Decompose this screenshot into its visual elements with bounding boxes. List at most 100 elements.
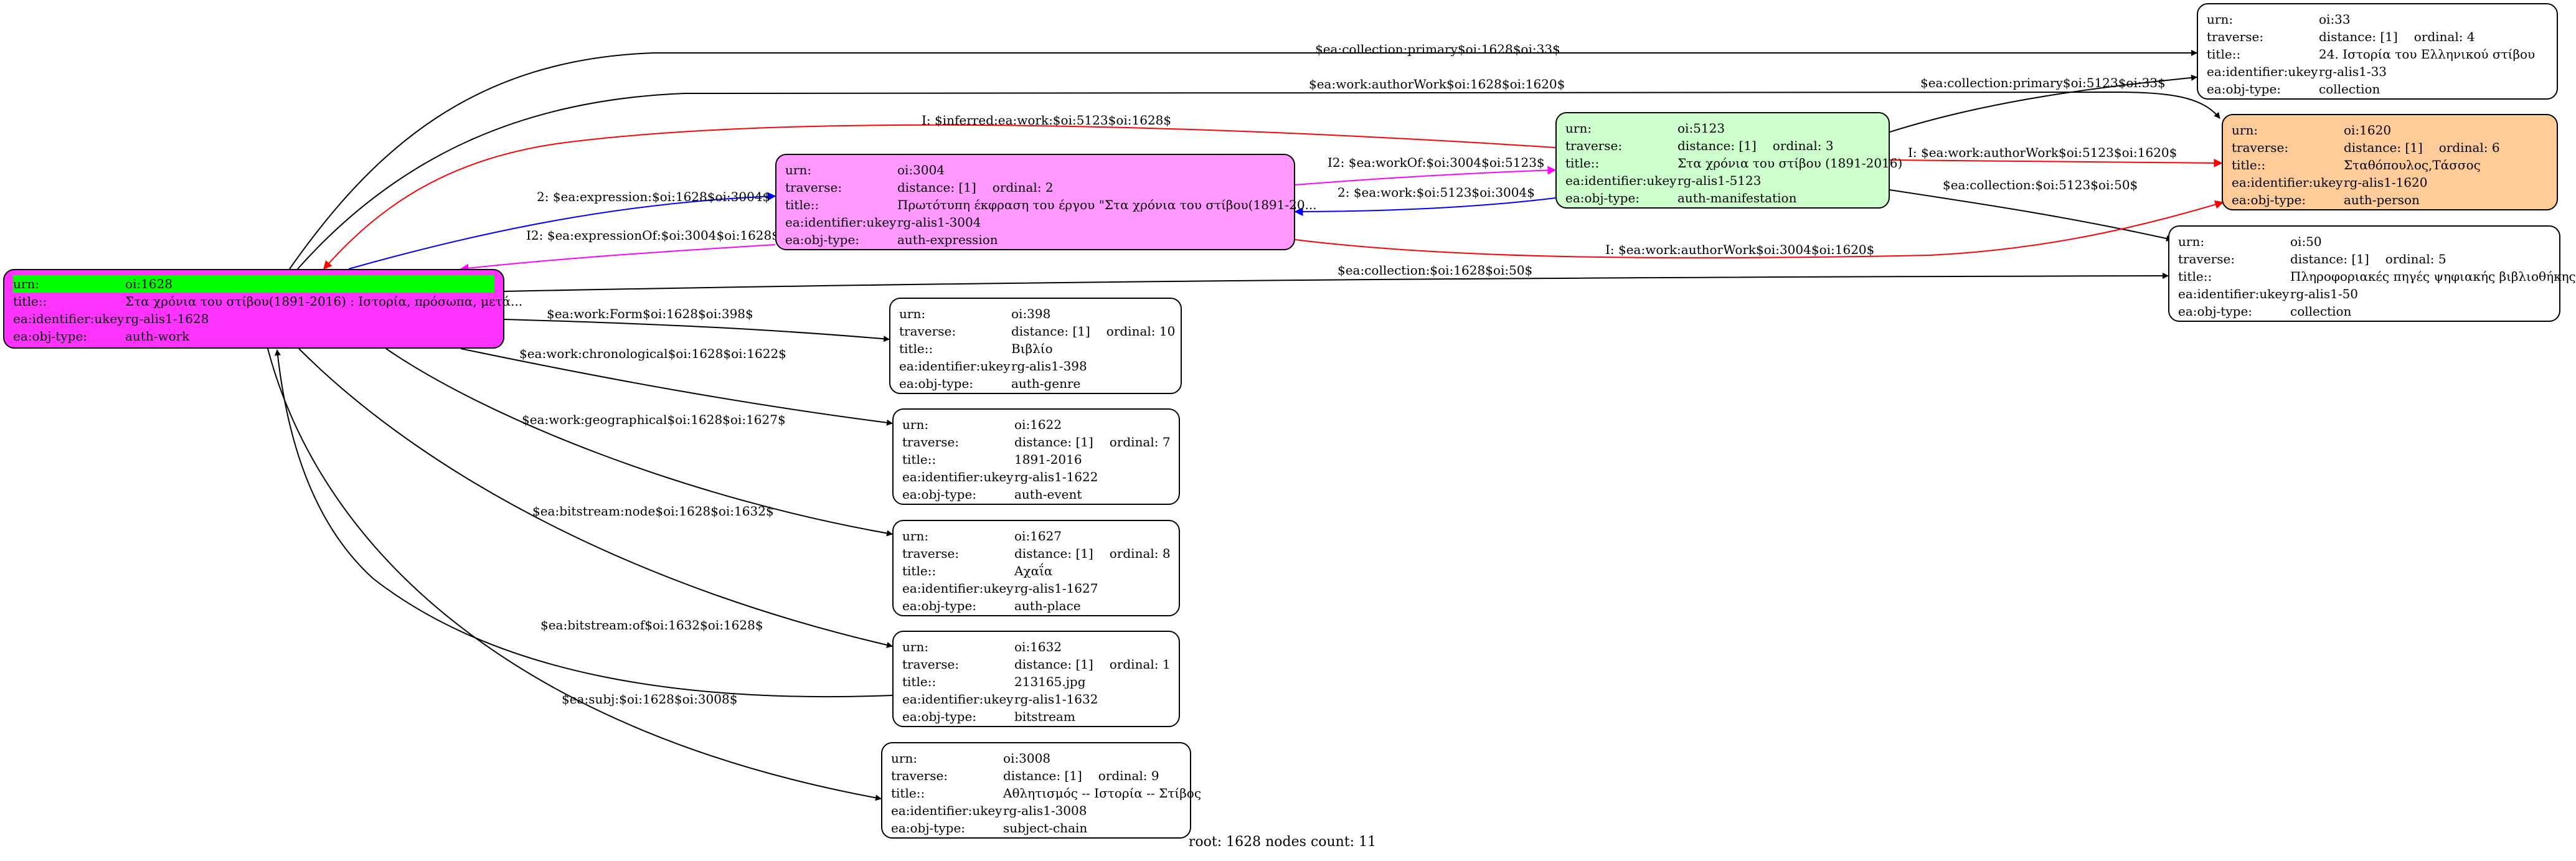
ukey-value: rg-alis1-50 [2290, 286, 2359, 301]
type-key: ea:obj-type: [902, 487, 977, 502]
ukey-key: ea:identifier:ukey [899, 359, 1011, 374]
edge-label-inferred-5123-1628: I: $inferred:ea:work:$oi:5123$oi:1628$ [922, 113, 1171, 128]
node-urn-row: urn:oi:3008 [891, 750, 1181, 767]
title-value: Βιβλίο [1011, 341, 1053, 356]
traverse-value: distance: [1] ordinal: 9 [1003, 767, 1181, 784]
title-value: Σταθόπουλος,Τάσσος [2344, 158, 2481, 172]
urn-key: urn: [902, 417, 929, 432]
ukey-value: rg-alis1-1622 [1014, 469, 1098, 484]
title-key: title:: [891, 786, 925, 801]
node-urn-row: urn:oi:1620 [2232, 121, 2548, 139]
node-3004[interactable]: urn:oi:3004 traverse:distance: [1]ordina… [775, 154, 1317, 250]
type-value: auth-genre [1011, 376, 1081, 391]
type-key: ea:obj-type: [2207, 82, 2281, 96]
node-398[interactable]: urn:oi:398 traverse:distance: [1]ordinal… [889, 298, 1182, 394]
distance-value: distance: [1] [2344, 140, 2423, 155]
node-title-row: title::24. Ιστορία του Ελληνικού στίβου [2207, 45, 2548, 63]
node-title-row: title::Αχαΐα [902, 562, 1170, 580]
node-title-row: title::1891-2016 [902, 451, 1170, 468]
edge-label-expressionof-3004-1628: I2: $ea:expressionOf:$oi:3004$oi:1628$ [526, 228, 780, 243]
node-33[interactable]: urn:oi:33 traverse:distance: [1]ordinal:… [2197, 3, 2558, 100]
title-value: 1891-2016 [1014, 452, 1082, 467]
title-key: title:: [2232, 158, 2266, 172]
distance-value: distance: [1] [897, 180, 976, 195]
node-title-row: title::Στα χρόνια του στίβου(1891-2016) … [13, 293, 522, 310]
traverse-key: traverse: [1565, 138, 1623, 153]
distance-value: distance: [1] [1003, 768, 1082, 783]
node-type-row: ea:obj-type: auth-event [902, 486, 1170, 503]
title-key: title:: [2207, 47, 2241, 62]
title-value: Πρωτότυπη έκφραση του έργου "Στα χρόνια … [897, 197, 1317, 212]
node-root-1628[interactable]: urn:oi:1628 title::Στα χρόνια του στίβου… [3, 269, 522, 349]
node-title-row: title::Σταθόπουλος,Τάσσος [2232, 156, 2548, 174]
node-traverse-row: traverse:distance: [1]ordinal: 6 [2232, 139, 2548, 156]
node-type-row: ea:obj-type:auth-genre [899, 375, 1172, 392]
edge-inferred-5123-1628 [323, 124, 1556, 270]
title-key: title:: [2178, 269, 2212, 284]
urn-key: urn: [1565, 121, 1592, 136]
ukey-value: rg-alis1-398 [1011, 359, 1087, 374]
ukey-value: rg-alis1-3008 [1003, 803, 1087, 818]
node-1620[interactable]: urn:oi:1620 traverse:distance: [1]ordina… [2222, 114, 2558, 210]
node-traverse-row: traverse:distance: [1]ordinal: 10 [899, 322, 1175, 340]
distance-value: distance: [1] [2319, 29, 2398, 44]
node-traverse-row: traverse:distance: [1]ordinal: 4 [2207, 28, 2548, 45]
edge-authorwork-5123-1620 [1889, 158, 2223, 167]
urn-value: oi:1627 [1014, 529, 1062, 543]
traverse-key: traverse: [2232, 140, 2289, 155]
edge-collection-1628-50 [504, 273, 2169, 292]
type-key: ea:obj-type: [2232, 192, 2306, 207]
urn-key: urn: [13, 276, 40, 291]
node-type-row: ea:obj-type:auth-person [2232, 191, 2548, 209]
node-traverse-row: traverse:distance: [1]ordinal: 7 [902, 433, 1171, 451]
edge-label-authorwork-5123-1620: I: $ea:work:authorWork$oi:5123$oi:1620$ [1908, 145, 2177, 160]
edge-authorwork-3004-1620 [1295, 200, 2224, 259]
traverse-value: distance: [1]ordinal: 1 [1014, 656, 1171, 673]
edge-label-collection-1628-50: $ea:collection:$oi:1628$oi:50$ [1338, 263, 1532, 278]
node-urn-row: urn:oi:50 [2178, 233, 2550, 250]
urn-key: urn: [899, 306, 926, 321]
title-value: Στα χρόνια του στίβου (1891-2016) [1677, 156, 1903, 171]
type-value: auth-event [1014, 487, 1082, 502]
edge-label-bitstream-node-1628-1632: $ea:bitstream:node$oi:1628$oi:1632$ [532, 504, 774, 519]
node-1632[interactable]: urn:oi:1632 traverse:distance: [1]ordina… [892, 631, 1180, 727]
urn-value: oi:1632 [1014, 639, 1062, 654]
type-value: collection [2319, 82, 2380, 96]
ordinal-value: ordinal: 8 [1109, 546, 1171, 561]
node-title-row: title::Στα χρόνια του στίβου (1891-2016) [1565, 154, 1902, 172]
title-key: title:: [899, 341, 933, 356]
title-key: title:: [902, 563, 937, 578]
edge-label-collection-primary-5123-33: $ea:collection:primary$oi:5123$oi:33$ [1920, 75, 2166, 90]
node-5123[interactable]: urn:oi:5123 traverse:distance: [1]ordina… [1555, 112, 1902, 209]
type-value: auth-expression [897, 232, 998, 247]
urn-value: oi:1622 [1014, 417, 1062, 432]
edge-label-expression-1628-3004: 2: $ea:expression:$oi:1628$oi:3004$ [537, 189, 770, 204]
type-key: ea:obj-type: [13, 329, 88, 344]
type-value: bitstream [1014, 709, 1075, 724]
node-3008[interactable]: urn:oi:3008 traverse:distance: [1]ordina… [881, 742, 1201, 839]
node-type-row: ea:obj-type:collection [2178, 303, 2550, 320]
urn-value: oi:3004 [897, 162, 945, 177]
edge-label-chronological-1628-1622: $ea:work:chronological$oi:1628$oi:1622$ [519, 346, 786, 361]
ordinal-value: ordinal: 1 [1109, 657, 1171, 672]
node-1627[interactable]: urn:oi:1627 traverse:distance: [1]ordina… [892, 520, 1180, 616]
node-urn-row: urn:oi:1632 [902, 638, 1170, 656]
node-urn-row: urn:oi:1628 [13, 275, 494, 293]
ukey-value: rg-alis1-1620 [2344, 175, 2428, 190]
urn-value: oi:1620 [2344, 123, 2392, 138]
edge-expression-1628-3004 [348, 192, 776, 270]
node-50[interactable]: urn:oi:50 traverse:distance: [1]ordinal:… [2168, 225, 2576, 322]
ordinal-value: ordinal: 9 [1098, 768, 1159, 783]
urn-key: urn: [785, 162, 812, 177]
edge-collection-5123-50 [1889, 189, 2173, 242]
node-title-row: title::Αθλητισμός -- Ιστορία -- Στίβος [891, 784, 1201, 802]
ukey-value: rg-alis1-1628 [125, 311, 209, 326]
node-1622[interactable]: urn: oi:1622 traverse:distance: [1]ordina… [892, 408, 1180, 505]
node-type-row: ea:obj-type:bitstream [902, 708, 1170, 725]
node-urn-row: urn: oi:3004 [785, 161, 1285, 179]
edge-subj-1628-3008 [267, 348, 882, 801]
edge-chronological-1628-1622 [460, 348, 893, 426]
